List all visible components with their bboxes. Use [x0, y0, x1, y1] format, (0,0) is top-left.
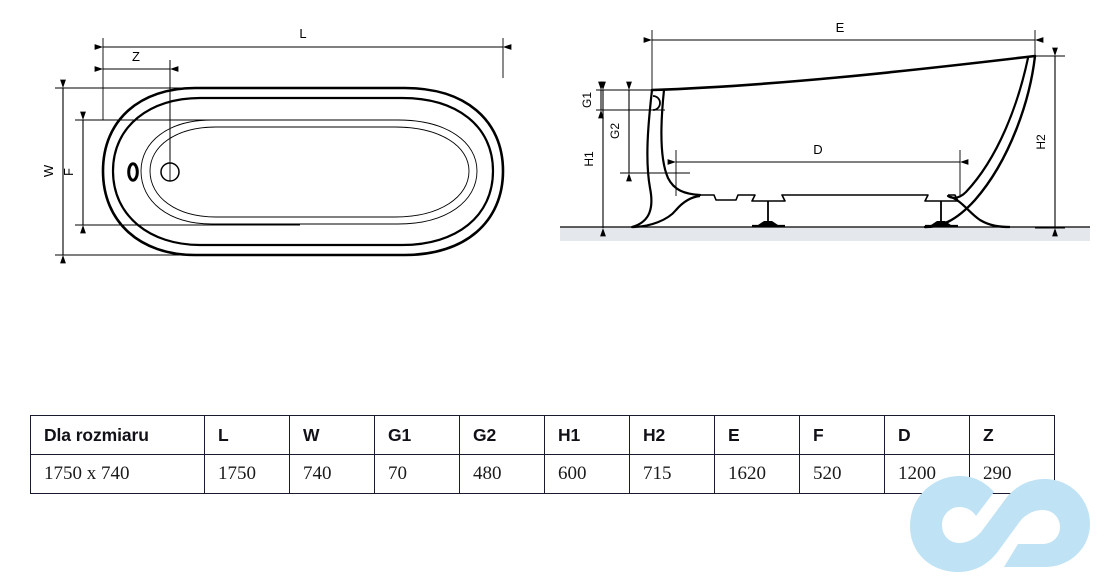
dimension-label-L: L	[299, 26, 306, 41]
adjustable-foot-right	[925, 201, 958, 228]
cell-G2: 480	[459, 454, 545, 494]
dimension-label-Z: Z	[132, 49, 140, 64]
table-header-H1: H1	[544, 415, 630, 455]
dimension-line-H1: H1	[582, 81, 606, 237]
table-header-Z: Z	[969, 415, 1055, 455]
dimension-label-G1: G1	[580, 92, 594, 108]
table-header-size: Dla rozmiaru	[30, 415, 205, 455]
tub-outer-rim-outline	[101, 86, 505, 257]
dimension-line-Z: Z	[94, 49, 179, 72]
dimension-label-F: F	[61, 168, 76, 176]
dimension-line-L: L	[94, 26, 512, 50]
cell-D: 1200	[884, 454, 970, 494]
cell-E: 1620	[714, 454, 800, 494]
dimensions-table: Dla rozmiaru L W G1 G2 H1 H2 E F D Z 175…	[30, 415, 1055, 494]
tub-left-outer-wall	[630, 88, 654, 229]
tub-rim-top-edge	[650, 54, 1037, 92]
tub-left-inner-wall	[660, 88, 702, 197]
overflow-hole-icon-side	[652, 95, 661, 111]
dimension-line-E: E	[643, 20, 1044, 43]
table-header-G2: G2	[459, 415, 545, 455]
top-view-extension-lines	[55, 38, 504, 256]
tub-rim-inner-outline	[111, 96, 495, 247]
dimension-line-W: W	[41, 79, 66, 264]
dimension-line-H2: H2	[1034, 47, 1058, 237]
dimensions-table-container: Dla rozmiaru L W G1 G2 H1 H2 E F D Z 175…	[30, 415, 1055, 494]
tub-wall-line	[140, 119, 478, 225]
table-header-L: L	[204, 415, 290, 455]
table-header-D: D	[884, 415, 970, 455]
floor-band	[560, 227, 1090, 241]
cell-Z: 290	[969, 454, 1055, 494]
tub-bottom-right-curve	[947, 194, 1011, 229]
cell-L: 1750	[204, 454, 290, 494]
top-view: L Z W F	[41, 26, 512, 264]
cell-H1: 600	[544, 454, 630, 494]
dimension-line-G1: G1	[580, 81, 604, 119]
table-header-E: E	[714, 415, 800, 455]
dimension-line-G2: G2	[608, 81, 632, 182]
tub-base-frame	[700, 194, 959, 202]
cell-F: 520	[799, 454, 885, 494]
table-header-W: W	[289, 415, 375, 455]
dimension-label-W: W	[41, 164, 56, 177]
tub-bottom-left-curve	[631, 194, 701, 229]
dimension-label-D: D	[813, 142, 822, 157]
table-row: 1750 x 740 1750 740 70 480 600 715 1620 …	[30, 454, 1055, 494]
table-header-row: Dla rozmiaru L W G1 G2 H1 H2 E F D Z	[30, 415, 1055, 455]
dimension-label-E: E	[836, 20, 845, 35]
dimension-line-D: D	[667, 142, 969, 165]
table-header-F: F	[799, 415, 885, 455]
adjustable-foot-left	[752, 201, 785, 228]
cell-H2: 715	[629, 454, 715, 494]
cell-W: 740	[289, 454, 375, 494]
dimension-line-F: F	[61, 111, 86, 234]
side-elevation-view: E D G1 G2 H1 H2	[560, 20, 1090, 241]
table-header-G1: G1	[374, 415, 460, 455]
dimension-label-H2: H2	[1034, 134, 1048, 150]
overflow-hole-icon	[127, 162, 139, 182]
dimension-label-G2: G2	[608, 123, 622, 139]
dimension-label-H1: H1	[582, 151, 596, 167]
cell-size: 1750 x 740	[30, 454, 205, 494]
table-header-H2: H2	[629, 415, 715, 455]
cell-G1: 70	[374, 454, 460, 494]
tub-basin-outline	[149, 126, 470, 218]
